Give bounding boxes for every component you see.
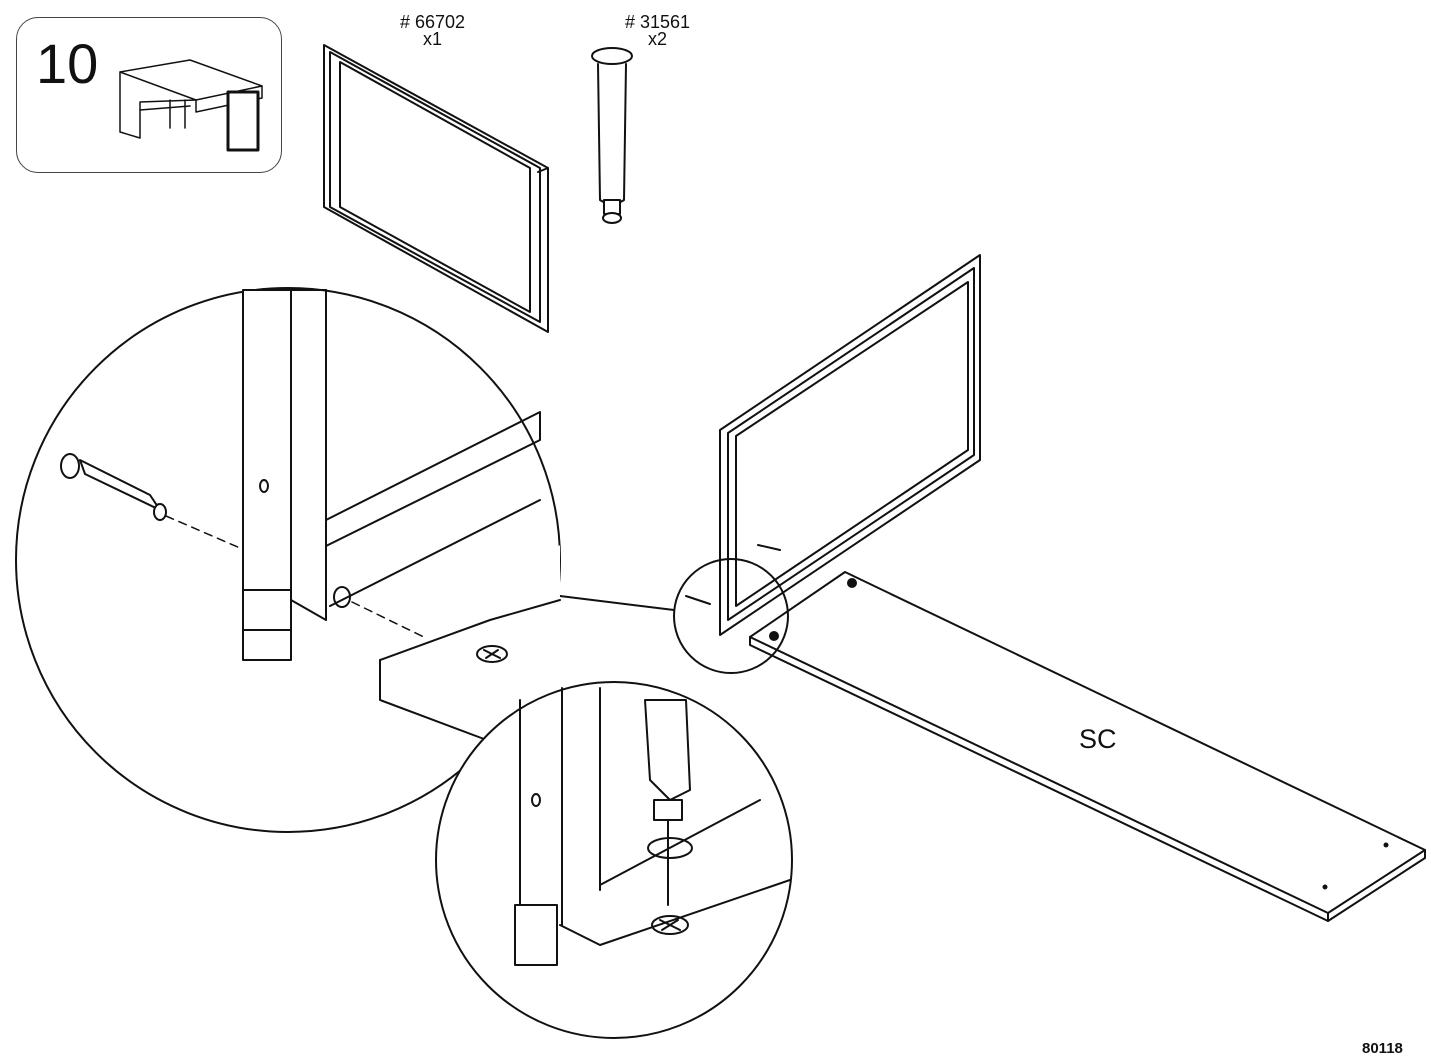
leader-line xyxy=(559,595,675,611)
zoom-detail-cam-bolt xyxy=(15,287,561,833)
part-66702-label: # 66702 x1 xyxy=(400,12,466,49)
part-quantity: x1 xyxy=(423,29,443,49)
document-code: 80118 xyxy=(1362,1040,1403,1057)
detail-marker xyxy=(673,558,789,674)
side-frame xyxy=(685,254,981,636)
part-code: # 31561 xyxy=(625,12,691,32)
cam-bolt-icon xyxy=(591,47,633,224)
part-31561-label: # 31561 x2 xyxy=(625,12,691,49)
part-quantity: x2 xyxy=(648,29,668,49)
zoom-detail-screwdriver xyxy=(435,681,793,1039)
shelf-board xyxy=(749,571,1426,922)
step-number: 10 xyxy=(36,32,99,95)
frame-panel-icon xyxy=(323,44,549,333)
board-label: SC xyxy=(1079,724,1117,754)
part-code: # 66702 xyxy=(400,12,466,32)
desk-thumbnail-icon xyxy=(119,59,263,152)
